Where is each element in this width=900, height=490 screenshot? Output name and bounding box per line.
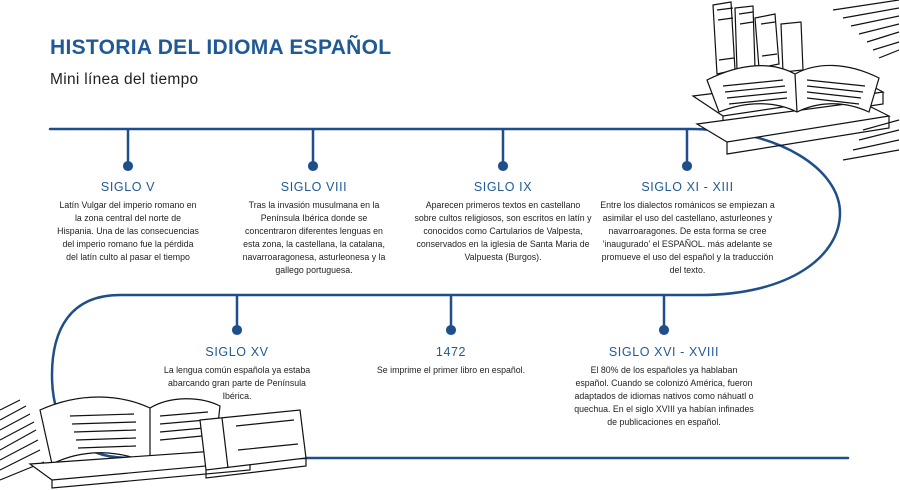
event-description: La lengua común española ya estaba abarc…: [163, 365, 311, 401]
event-label: SIGLO VIII: [280, 180, 348, 194]
connector-dot-siglo-xv: [231, 324, 243, 336]
event-label: SIGLO XI - XIII: [641, 180, 734, 194]
page-title: HISTORIA DEL IDIOMA ESPAÑOL: [50, 36, 392, 59]
open-books-illustration: [0, 396, 307, 489]
stack-of-books-illustration: [691, 0, 900, 161]
event-label: SIGLO V: [100, 180, 156, 194]
event-description: Entre los dialectos románicos se empieza…: [600, 200, 775, 275]
event-siglo-xi-xiii: SIGLO XI - XIII Entre los dialectos romá…: [600, 180, 775, 277]
event-label: SIGLO XV: [205, 345, 269, 359]
event-siglo-ix: SIGLO IX Aparecen primeros textos en cas…: [414, 180, 592, 264]
event-label: SIGLO XVI - XVIII: [608, 345, 720, 359]
event-label: 1472: [435, 345, 467, 359]
event-label: SIGLO IX: [473, 180, 533, 194]
page-subtitle: Mini línea del tiempo: [50, 71, 199, 88]
connector-dot-siglo-viii: [307, 160, 319, 172]
connector-dot-1472: [445, 324, 457, 336]
event-siglo-viii: SIGLO VIII Tras la invasión musulmana en…: [236, 180, 392, 277]
event-description: Tras la invasión musulmana en la Penínsu…: [242, 200, 386, 275]
connector-dot-siglo-v: [122, 160, 134, 172]
event-siglo-v: SIGLO V Latín Vulgar del imperio romano …: [57, 180, 199, 264]
event-description: Se imprime el primer libro en español.: [376, 365, 526, 375]
connector-dot-siglo-xvi-xviii: [658, 324, 670, 336]
event-description: El 80% de los españoles ya hablaban espa…: [574, 365, 754, 427]
event-description: Aparecen primeros textos en castellano s…: [414, 200, 592, 262]
event-description: Latín Vulgar del imperio romano en la zo…: [57, 200, 199, 262]
event-siglo-xv: SIGLO XV La lengua común española ya est…: [156, 345, 318, 403]
connector-dot-siglo-ix: [497, 160, 509, 172]
event-siglo-xvi-xviii: SIGLO XVI - XVIII El 80% de los españole…: [573, 345, 755, 429]
event-1472: 1472 Se imprime el primer libro en españ…: [361, 345, 541, 377]
connector-dot-siglo-xi-xiii: [681, 160, 693, 172]
